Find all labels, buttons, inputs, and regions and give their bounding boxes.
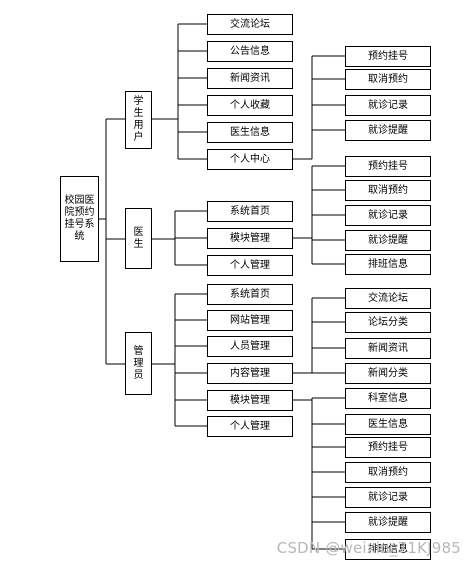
doctor-module-management: 模块管理: [207, 228, 293, 249]
node-label: 医生信息: [368, 418, 408, 430]
role-doctor: 医生: [125, 208, 152, 269]
student-center-booking: 预约挂号: [345, 46, 431, 67]
admin-module-personal: 个人管理: [207, 416, 293, 437]
role-student-label: 学生用户: [133, 96, 144, 143]
admin-module-staff: 人员管理: [207, 336, 293, 357]
doctor-item-reminder: 就诊提醒: [345, 230, 431, 251]
student-module-news: 新闻资讯: [207, 68, 293, 89]
node-label: 个人管理: [230, 259, 270, 271]
role-doctor-label: 医生: [133, 226, 144, 250]
role-admin: 管理员: [125, 332, 152, 395]
student-module-forum: 交流论坛: [207, 14, 293, 35]
student-center-reminder: 就诊提醒: [345, 120, 431, 141]
node-label: 就诊提醒: [368, 234, 408, 246]
student-center-cancel: 取消预约: [345, 69, 431, 90]
role-admin-label: 管理员: [133, 345, 144, 381]
node-label: 系统首页: [230, 288, 270, 300]
node-label: 科室信息: [368, 392, 408, 404]
role-student: 学生用户: [125, 91, 152, 149]
student-module-notice: 公告信息: [207, 41, 293, 62]
node-label: 取消预约: [368, 466, 408, 478]
node-label: 公告信息: [230, 45, 270, 57]
node-label: 取消预约: [368, 184, 408, 196]
node-label: 就诊记录: [368, 209, 408, 221]
node-label: 交流论坛: [368, 292, 408, 304]
admin-item-doctor-info: 医生信息: [345, 414, 431, 435]
node-label: 交流论坛: [230, 18, 270, 30]
node-label: 新闻分类: [368, 367, 408, 379]
admin-content-news: 新闻资讯: [345, 338, 431, 359]
admin-item-department: 科室信息: [345, 388, 431, 409]
node-label: 内容管理: [230, 367, 270, 379]
node-label: 就诊提醒: [368, 516, 408, 528]
admin-item-reminder: 就诊提醒: [345, 512, 431, 533]
node-label: 系统首页: [230, 205, 270, 217]
node-label: 预约挂号: [368, 441, 408, 453]
node-label: 网站管理: [230, 314, 270, 326]
node-label: 新闻资讯: [368, 342, 408, 354]
node-label: 就诊提醒: [368, 124, 408, 136]
admin-item-records: 就诊记录: [345, 487, 431, 508]
node-label: 个人管理: [230, 420, 270, 432]
admin-content-forum: 交流论坛: [345, 288, 431, 309]
node-label: 模块管理: [230, 394, 270, 406]
node-label: 预约挂号: [368, 160, 408, 172]
student-center-records: 就诊记录: [345, 95, 431, 116]
admin-content-news-category: 新闻分类: [345, 363, 431, 384]
doctor-item-booking: 预约挂号: [345, 156, 431, 177]
node-label: 个人中心: [230, 153, 270, 165]
node-label: 就诊记录: [368, 491, 408, 503]
node-label: 排班信息: [368, 543, 408, 555]
node-label: 个人收藏: [230, 99, 270, 111]
node-label: 新闻资讯: [230, 72, 270, 84]
doctor-item-cancel: 取消预约: [345, 180, 431, 201]
student-module-personal-center: 个人中心: [207, 149, 293, 170]
admin-content-forum-category: 论坛分类: [345, 312, 431, 333]
admin-module-home: 系统首页: [207, 284, 293, 305]
node-label: 取消预约: [368, 73, 408, 85]
node-label: 医生信息: [230, 126, 270, 138]
admin-module-site: 网站管理: [207, 310, 293, 331]
root-node: 校园医院预约挂号系统: [60, 176, 99, 262]
doctor-module-home: 系统首页: [207, 201, 293, 222]
doctor-item-records: 就诊记录: [345, 205, 431, 226]
node-label: 人员管理: [230, 340, 270, 352]
student-module-favorites: 个人收藏: [207, 95, 293, 116]
csdn-watermark: CSDN @weixin_71KJ985: [276, 539, 461, 557]
node-label: 就诊记录: [368, 99, 408, 111]
admin-item-cancel: 取消预约: [345, 462, 431, 483]
doctor-item-schedule: 排班信息: [345, 254, 431, 275]
admin-item-schedule: 排班信息: [345, 539, 431, 560]
doctor-module-personal: 个人管理: [207, 255, 293, 276]
admin-module-content: 内容管理: [207, 363, 293, 384]
admin-module-management: 模块管理: [207, 390, 293, 411]
admin-item-booking: 预约挂号: [345, 437, 431, 458]
node-label: 预约挂号: [368, 50, 408, 62]
node-label: 论坛分类: [368, 316, 408, 328]
root-label: 校园医院预约挂号系统: [64, 195, 95, 242]
student-module-doctor-info: 医生信息: [207, 122, 293, 143]
node-label: 模块管理: [230, 232, 270, 244]
node-label: 排班信息: [368, 258, 408, 270]
